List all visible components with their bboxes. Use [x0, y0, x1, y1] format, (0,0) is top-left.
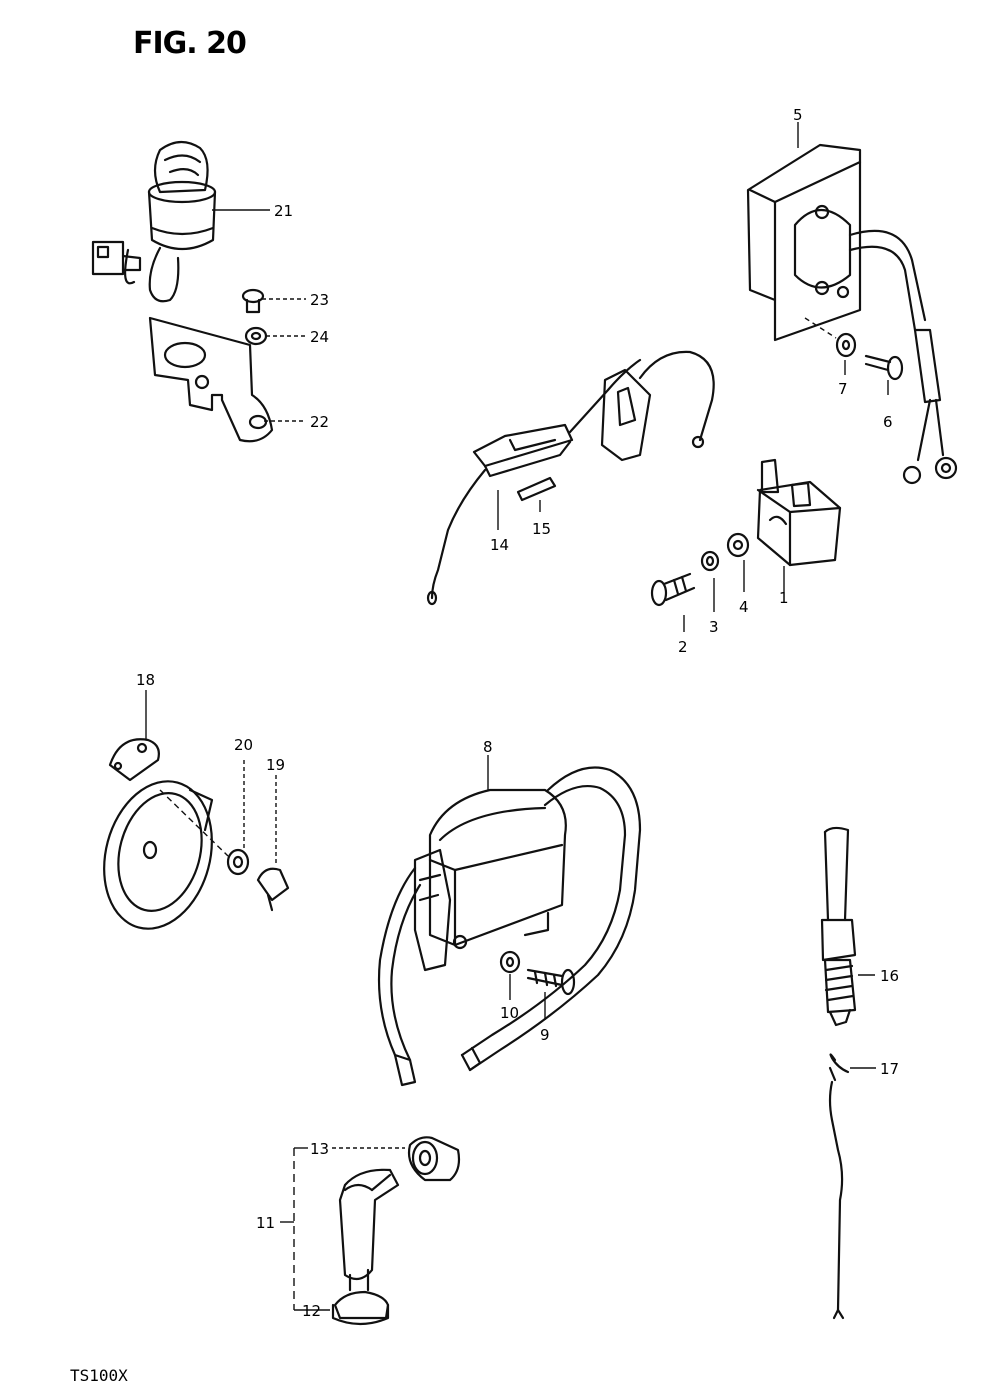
- screw-23: [241, 288, 265, 314]
- horn: [103, 738, 214, 930]
- part-label-19: 19: [266, 756, 285, 774]
- part-label-24: 24: [310, 328, 329, 346]
- part-label-3: 3: [709, 618, 719, 636]
- part-label-12: 12: [302, 1302, 321, 1320]
- leader-lines: [145, 122, 889, 1311]
- part-label-14: 14: [490, 536, 509, 554]
- clip-17: [828, 1053, 850, 1082]
- ignition-coil: [377, 766, 642, 1087]
- part-label-15: 15: [532, 520, 551, 538]
- part-label-23: 23: [310, 291, 329, 309]
- screw-6: [864, 354, 904, 381]
- cover-12: [331, 1290, 390, 1326]
- spark-plug-wire: [828, 1080, 845, 1320]
- ignition-switch: [91, 140, 217, 303]
- part-label-21: 21: [274, 202, 293, 220]
- switch-bracket: [148, 316, 274, 443]
- washer-20: [226, 848, 250, 876]
- washer-7: [835, 332, 857, 358]
- part-label-9: 9: [540, 1026, 550, 1044]
- part-label-1: 1: [779, 589, 789, 607]
- fuse-15: [516, 476, 557, 502]
- fuse-holder: [426, 350, 715, 606]
- lockwasher-3: [700, 550, 720, 572]
- part-label-2: 2: [678, 638, 688, 656]
- washer-10: [499, 950, 521, 974]
- part-label-7: 7: [838, 380, 848, 398]
- part-label-5: 5: [793, 106, 803, 124]
- part-label-8: 8: [483, 738, 493, 756]
- part-label-18: 18: [136, 671, 155, 689]
- washer-4: [726, 532, 750, 558]
- seal-13: [407, 1136, 461, 1182]
- part-label-22: 22: [310, 413, 329, 431]
- part-label-11: 11: [256, 1214, 275, 1232]
- regulator: [746, 143, 958, 485]
- rectifier: [756, 458, 842, 567]
- part-label-13: 13: [310, 1140, 329, 1158]
- part-label-16: 16: [880, 967, 899, 985]
- part-label-20: 20: [234, 736, 253, 754]
- model-code: TS100X: [70, 1366, 128, 1385]
- nut-19: [256, 867, 290, 912]
- part-label-10: 10: [500, 1004, 519, 1022]
- screw-2: [650, 572, 696, 607]
- spark-plug-lead: [820, 826, 857, 1027]
- part-label-17: 17: [880, 1060, 899, 1078]
- washer-24: [244, 326, 268, 346]
- part-label-6: 6: [883, 413, 893, 431]
- part-labels: 1 2 3 4 5 6 7 8 9 10 11 12 13 14 15 16 1…: [136, 106, 899, 1320]
- figure-title: FIG. 20: [133, 26, 247, 61]
- plug-cap: [338, 1168, 400, 1292]
- screw-9: [526, 968, 576, 996]
- part-label-4: 4: [739, 598, 749, 616]
